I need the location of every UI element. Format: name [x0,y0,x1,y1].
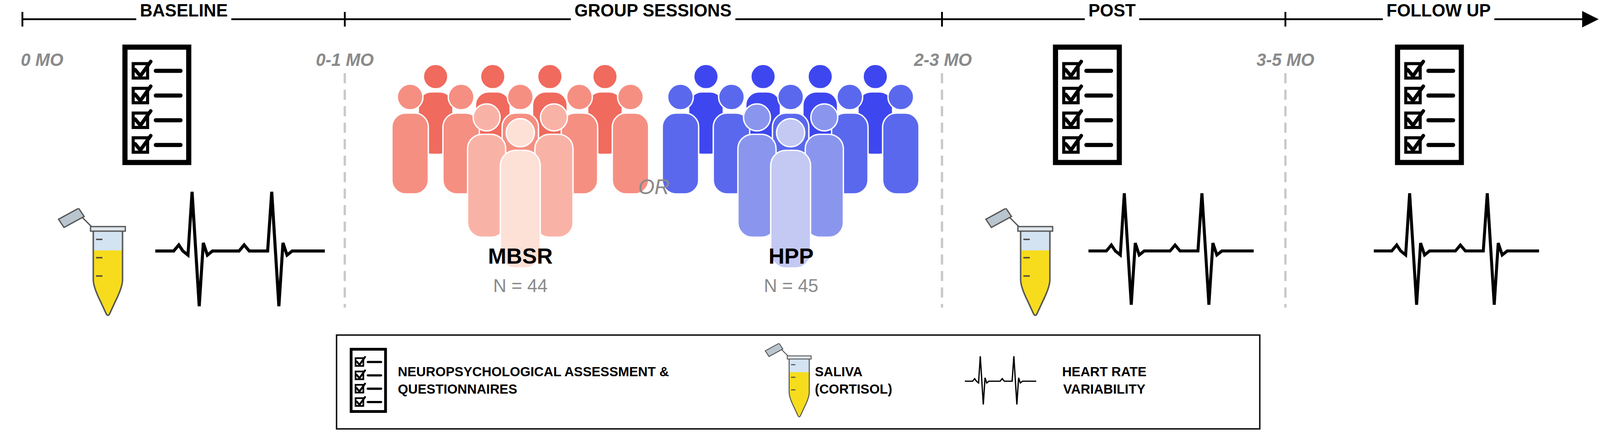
person-head [506,118,535,147]
person-head [718,84,745,110]
person-head [566,84,593,110]
time-label: 0-1 MO [312,50,378,70]
person-head [448,84,474,110]
group-name: HPP [768,244,814,269]
person-head [540,103,568,131]
legend-text: SALIVA (CORTISOL) [814,363,930,398]
legend-text: HEART RATE VARIABILITY [1044,363,1164,398]
person-head [667,84,694,110]
phase-heading: FOLLOW UP [1382,1,1495,21]
person-head [507,84,534,110]
time-label: 2-3 MO [910,50,976,70]
person-head [423,64,449,90]
person-body [882,112,920,194]
time-label: 3-5 MO [1252,50,1319,70]
group-name: MBSR [487,244,553,269]
group-size: N = 44 [493,275,548,296]
person-head [617,84,644,110]
person-head [862,64,888,90]
person-head [810,103,838,131]
person-head [592,64,618,90]
person-body [391,112,429,194]
person-head [473,103,501,131]
person-head [777,84,804,110]
time-label: 0 MO [17,50,68,70]
phase-heading: BASELINE [136,1,232,21]
phase-heading: GROUP SESSIONS [570,1,736,21]
person-head [480,64,506,90]
person-head [693,64,719,90]
person-head [537,64,563,90]
person-head [743,103,771,131]
person-head [750,64,776,90]
person-head [888,84,914,110]
person-head [397,84,423,110]
person-head [836,84,863,110]
or-label: OR [638,175,670,199]
phase-heading: POST [1084,1,1140,21]
legend-text: NEUROPSYCHOLOGICAL ASSESSMENT & QUESTION… [397,363,746,398]
person-head [776,118,805,147]
group-size: N = 45 [764,275,819,296]
person-head [808,64,833,90]
